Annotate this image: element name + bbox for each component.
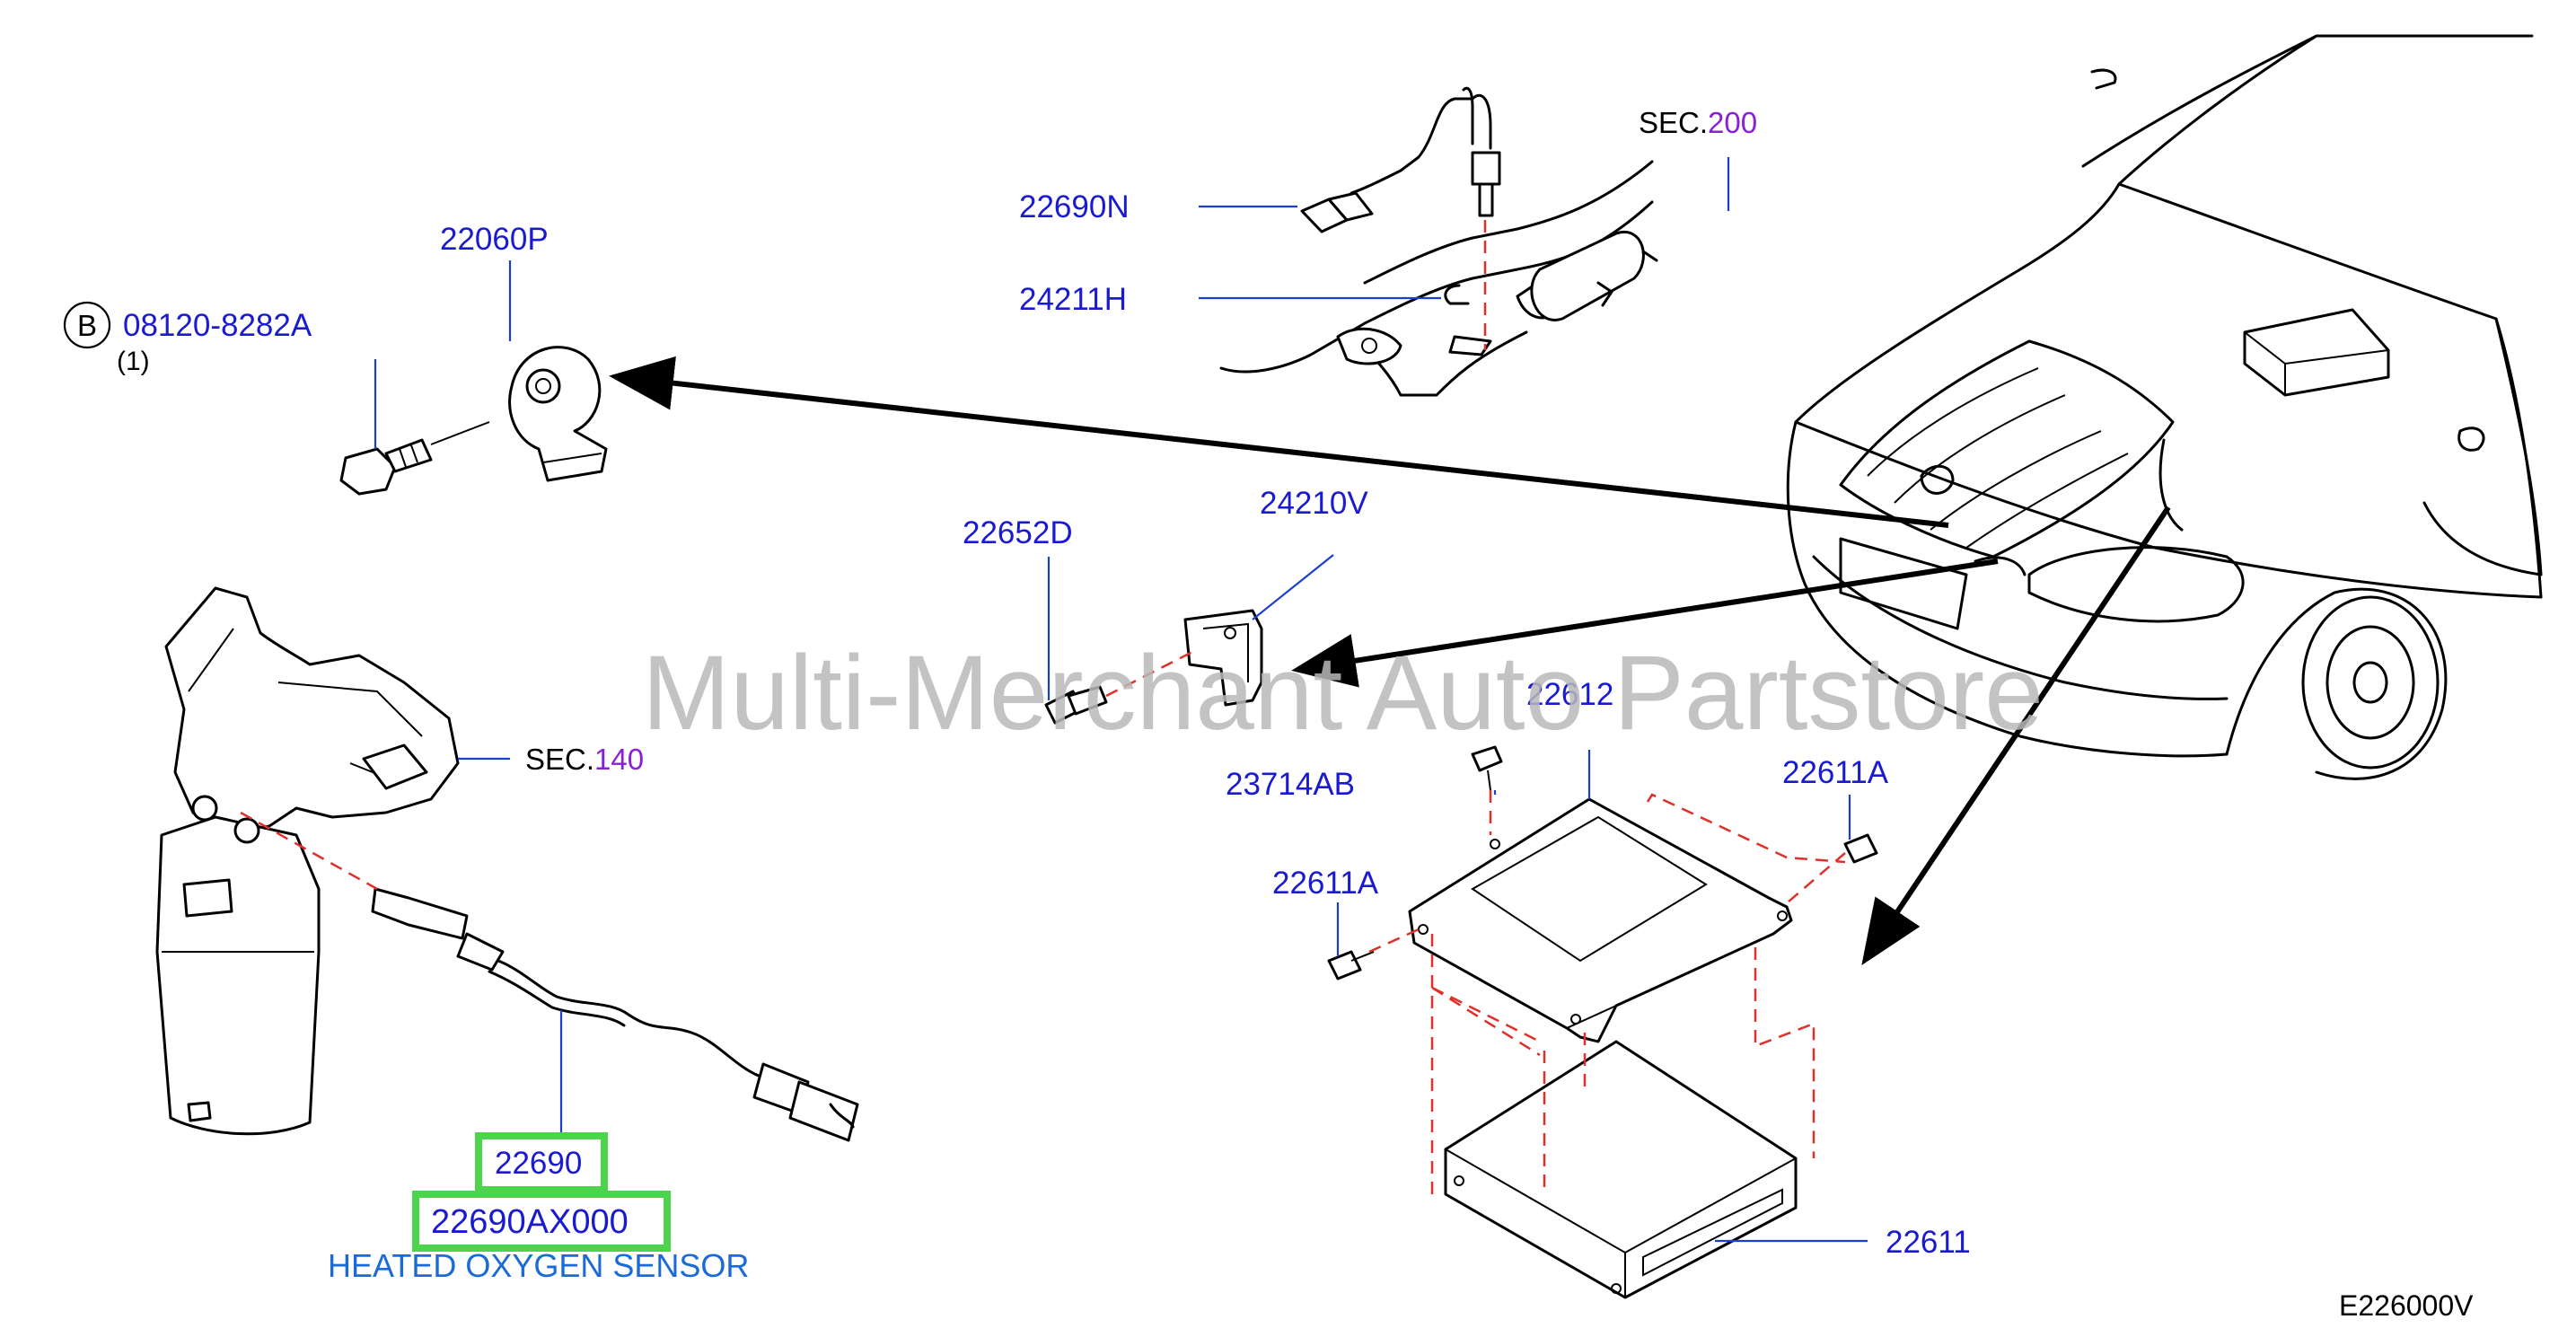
label-22611[interactable]: 22611 <box>1886 1225 1971 1260</box>
label-08120-8282A[interactable]: 08120-8282A <box>123 308 312 343</box>
label-22612[interactable]: 22612 <box>1526 677 1613 712</box>
highlight-box-22690 <box>475 1132 608 1193</box>
label-22690N[interactable]: 22690N <box>1019 189 1130 224</box>
ecm-unit-22611 <box>1444 1040 1798 1299</box>
leader-lines <box>374 157 1868 1243</box>
bolt-badge-circle <box>63 301 111 349</box>
oxygen-sensor-22690 <box>240 811 859 1142</box>
arrow-knock-sensor <box>609 356 1949 528</box>
exhaust-section <box>1219 86 1658 397</box>
bolt-badge-letter: B <box>77 309 97 342</box>
watermark: Multi-Merchant Auto Partstore <box>642 634 2044 752</box>
locator-arrows <box>609 356 2171 965</box>
bolt-quantity: (1) <box>117 347 150 376</box>
label-22611A-left[interactable]: 22611A <box>1272 866 1379 901</box>
ecm-bracket-22612 <box>1408 797 1793 1043</box>
label-22060P[interactable]: 22060P <box>440 222 549 257</box>
knock-sensor <box>339 346 608 496</box>
catalyst-heat-shield <box>155 586 460 1136</box>
part-labels: 22060P B 08120-8282A (1) 22690N 24211H S… <box>63 106 2474 1322</box>
diagram-code: E226000V <box>2339 1289 2474 1322</box>
label-22611A-right[interactable]: 22611A <box>1782 755 1889 790</box>
label-23714AB[interactable]: 23714AB <box>1226 767 1355 802</box>
highlight-box-22690AX000 <box>412 1191 671 1252</box>
label-24210V[interactable]: 24210V <box>1260 486 1368 521</box>
bracket-assembly <box>1044 609 1263 725</box>
arrow-bracket <box>1291 559 1999 688</box>
label-22690AX000[interactable]: 22690AX000 <box>431 1203 629 1241</box>
label-22652D[interactable]: 22652D <box>963 515 1073 550</box>
label-22690[interactable]: 22690 <box>495 1146 582 1181</box>
arrow-ecm <box>1861 506 2171 965</box>
label-sec-200[interactable]: SEC.200 <box>1639 106 1757 139</box>
ecm-fasteners <box>1327 745 1878 1194</box>
caption-heated-oxygen-sensor: HEATED OXYGEN SENSOR <box>328 1247 749 1284</box>
label-sec-140[interactable]: SEC.140 <box>525 743 644 776</box>
car-illustration <box>1786 34 2543 780</box>
label-24211H[interactable]: 24211H <box>1019 282 1127 317</box>
